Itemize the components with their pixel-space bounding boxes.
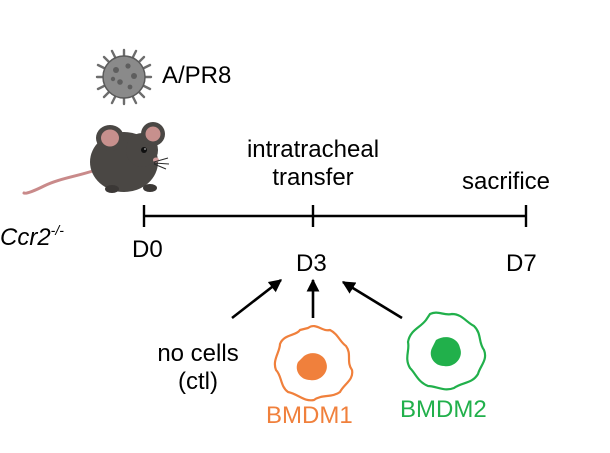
control-label-line2: (ctl) xyxy=(178,367,218,395)
control-group-label: no cells (ctl) xyxy=(132,340,264,395)
day-label-d7: D7 xyxy=(506,250,537,277)
transfer-arrows xyxy=(231,278,403,320)
bmdm1-label: BMDM1 xyxy=(266,402,353,429)
transfer-event-line1: intratracheal xyxy=(246,136,380,163)
control-label-line1: no cells xyxy=(157,340,239,367)
arrow-from-bmdm2 xyxy=(341,280,403,320)
mouse-genotype-label: Ccr2-/- xyxy=(0,222,64,252)
mouse-icon xyxy=(22,122,170,195)
bmdm2-cell-icon xyxy=(406,311,487,391)
virus-icon xyxy=(95,48,153,106)
timeline-axis xyxy=(142,205,528,227)
day-label-d0: D0 xyxy=(132,236,163,263)
transfer-event-line2: transfer xyxy=(272,163,354,191)
sacrifice-event-label: sacrifice xyxy=(462,168,551,195)
bmdm1-cell-icon xyxy=(273,324,354,402)
genotype-superscript: -/- xyxy=(50,222,64,238)
arrow-from-control xyxy=(231,278,283,320)
transfer-event-label: intratracheal transfer xyxy=(225,136,401,191)
virus-label: A/PR8 xyxy=(162,62,232,89)
genotype-base: Ccr2 xyxy=(0,224,51,251)
day-label-d3: D3 xyxy=(296,250,327,277)
bmdm2-label: BMDM2 xyxy=(400,396,487,423)
